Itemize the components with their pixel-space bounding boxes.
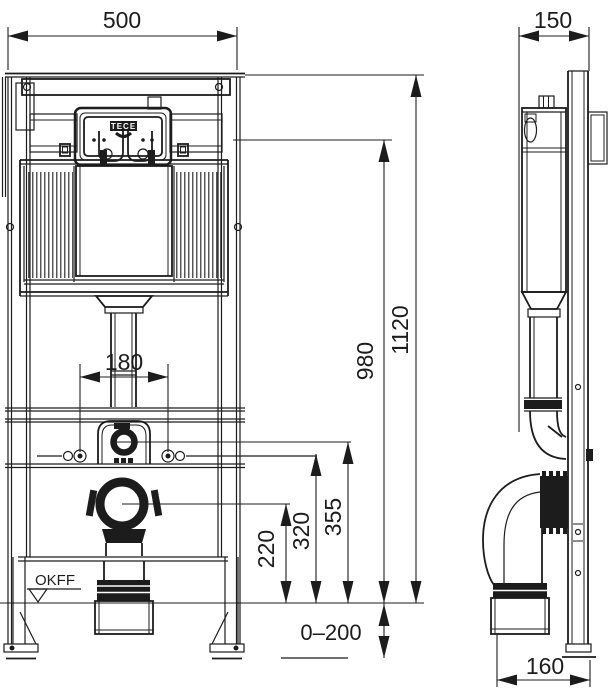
frame-structure — [1, 72, 245, 644]
wall-bracket — [587, 111, 608, 165]
side-view: 150 — [482, 7, 608, 687]
dim-drain-center-height-label: 220 — [253, 530, 279, 568]
actuation-unit: TECE — [29, 96, 223, 167]
wall-rail — [562, 70, 608, 658]
dim-fixing-bolt-height-label: 320 — [288, 512, 314, 550]
dim-actuation-height: 980 — [352, 140, 390, 603]
brand-logo: TECE — [110, 121, 137, 131]
dim-drain-wall-offset-label: 160 — [526, 653, 564, 679]
dim-front-width: 500 — [7, 7, 238, 70]
drain-wall-connector — [540, 476, 568, 528]
drain-elbow-side — [482, 471, 568, 635]
dim-foot-adjustment-label: 0–200 — [300, 620, 361, 645]
dim-drain-wall-offset: 160 — [496, 634, 591, 687]
drain-sleeve — [94, 600, 154, 635]
height-dimensions: 220 320 355 980 — [233, 74, 424, 659]
connection-zone — [5, 407, 351, 562]
dim-bolt-spacing: 180 — [79, 349, 169, 452]
floor-reference-marker: OKFF — [27, 572, 81, 604]
flush-pipe — [94, 295, 154, 407]
base-zone: OKFF — [0, 561, 424, 660]
dim-fixing-bolt-height: 320 — [288, 454, 322, 603]
floor-reference-label: OKFF — [35, 572, 75, 589]
flush-pipe-side — [520, 291, 568, 460]
dim-side-depth-label: 150 — [534, 7, 572, 33]
left-foot — [3, 611, 39, 660]
inspection-shaft-cover — [75, 165, 173, 277]
front-view: 500 — [0, 7, 424, 660]
cistern-side — [521, 95, 567, 293]
dim-foot-adjustment: 0–200 — [281, 603, 390, 659]
right-foot — [209, 611, 245, 660]
brand-logo-text: TECE — [111, 122, 136, 131]
dim-flush-bend-height-label: 355 — [320, 498, 346, 536]
dim-overall-height-label: 1120 — [387, 305, 413, 354]
fill-valve-cap — [538, 95, 555, 109]
dim-actuation-height-label: 980 — [352, 342, 378, 380]
dim-flush-bend-height: 355 — [320, 442, 354, 603]
dim-drain-center-height: 220 — [253, 504, 292, 603]
cistern — [19, 159, 229, 297]
drain-sleeve-side — [490, 597, 550, 635]
dim-bolt-spacing-label: 180 — [105, 349, 143, 375]
dim-front-width-label: 500 — [103, 7, 141, 33]
dim-overall-height: 1120 — [387, 75, 422, 603]
dim-side-depth: 150 — [518, 7, 590, 432]
drain-gasket — [97, 580, 150, 601]
